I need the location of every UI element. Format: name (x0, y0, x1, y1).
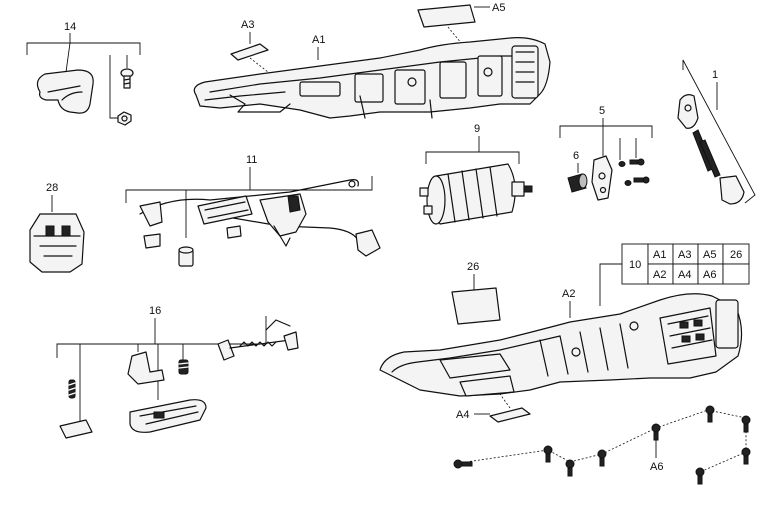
a5-label-plate (417, 4, 476, 28)
part-5-screw-c (629, 158, 645, 166)
part-26-group: 26 (451, 261, 501, 325)
a6-screw-3 (565, 459, 575, 477)
a6-screw-6 (705, 405, 715, 423)
a6-screw-7 (741, 415, 751, 433)
part-9-motor-group: 9 (419, 123, 533, 225)
part-1-lower-button (719, 175, 745, 205)
led-capsule (226, 225, 242, 239)
part-5-switch-lever (591, 155, 613, 201)
label-1: 1 (712, 69, 718, 81)
a6-screw-5 (651, 423, 661, 441)
part-16-long-spring (217, 319, 299, 361)
part-A4-group: A4 (456, 393, 531, 423)
label-28: 28 (46, 182, 58, 194)
a4-label-plate (489, 407, 531, 423)
part-5-small-screw-a (618, 161, 626, 167)
label-A1: A1 (312, 34, 325, 46)
part-5-screw-d (633, 176, 650, 184)
label-5: 5 (599, 105, 605, 117)
kit-table-r2c1: A2 (653, 269, 666, 281)
a6-screw-9 (695, 467, 705, 485)
a6-screw-8 (741, 447, 751, 465)
kit-table-r1c4: 26 (730, 249, 742, 261)
label-9: 9 (474, 123, 480, 135)
belt-clip (36, 69, 94, 114)
part-1-group: 1 (677, 59, 756, 205)
part-16-group: 16 (56, 305, 299, 439)
kit-table-number: 10 (629, 259, 641, 271)
cylinder-spacer (178, 246, 194, 267)
part-28-cover (29, 213, 85, 273)
part-5-group: 5 6 (559, 105, 653, 201)
part-5-small-screw-b (624, 180, 632, 186)
clip-nut (117, 111, 132, 126)
a6-screw-4 (597, 449, 607, 467)
a3-label-plate (230, 43, 269, 61)
label-11: 11 (246, 154, 257, 166)
part-28-group: 28 (29, 182, 85, 273)
part-16-clip-plate (59, 419, 93, 439)
part-A5-group: A5 (417, 2, 505, 45)
part-26-sticker (451, 287, 501, 325)
kit-table: 10 A1 A3 A5 26 A2 A4 A6 (599, 243, 750, 306)
kit-table-r1c2: A3 (678, 249, 691, 261)
motor (419, 163, 533, 225)
part-A6-screws-group: A6 (453, 405, 751, 485)
part-16-bracket (127, 351, 165, 385)
a6-screw-2 (543, 445, 553, 463)
part-6-knob (567, 173, 588, 193)
part-A1-housing-half: A1 (193, 34, 551, 119)
label-A6: A6 (650, 461, 663, 473)
kit-table-r2c3: A6 (703, 269, 716, 281)
part-16-coil-spring (178, 359, 189, 375)
part-14-belt-clip-group: 14 (26, 21, 141, 126)
label-6: 6 (573, 150, 579, 162)
label-14: 14 (64, 21, 76, 33)
clip-screw (120, 68, 134, 89)
label-A4: A4 (456, 409, 469, 421)
part-A3-group: A3 (230, 19, 269, 73)
part-16-small-spring (68, 379, 76, 399)
label-A3: A3 (241, 19, 254, 31)
right-terminal-block (355, 229, 381, 257)
a6-screw-1 (453, 459, 473, 469)
label-A2: A2 (562, 288, 575, 300)
kit-table-r2c2: A4 (678, 269, 691, 281)
label-16: 16 (149, 305, 161, 317)
part-A2-housing-half: A2 (379, 288, 743, 397)
label-A5: A5 (492, 2, 505, 14)
bottom-connector (143, 233, 161, 249)
kit-table-r1c1: A1 (653, 249, 666, 261)
kit-table-r1c3: A5 (703, 249, 716, 261)
part-1-spring-b (699, 139, 721, 178)
label-26: 26 (467, 261, 479, 273)
part-11-wiring-group: 11 (125, 154, 381, 257)
left-connector (139, 201, 163, 227)
